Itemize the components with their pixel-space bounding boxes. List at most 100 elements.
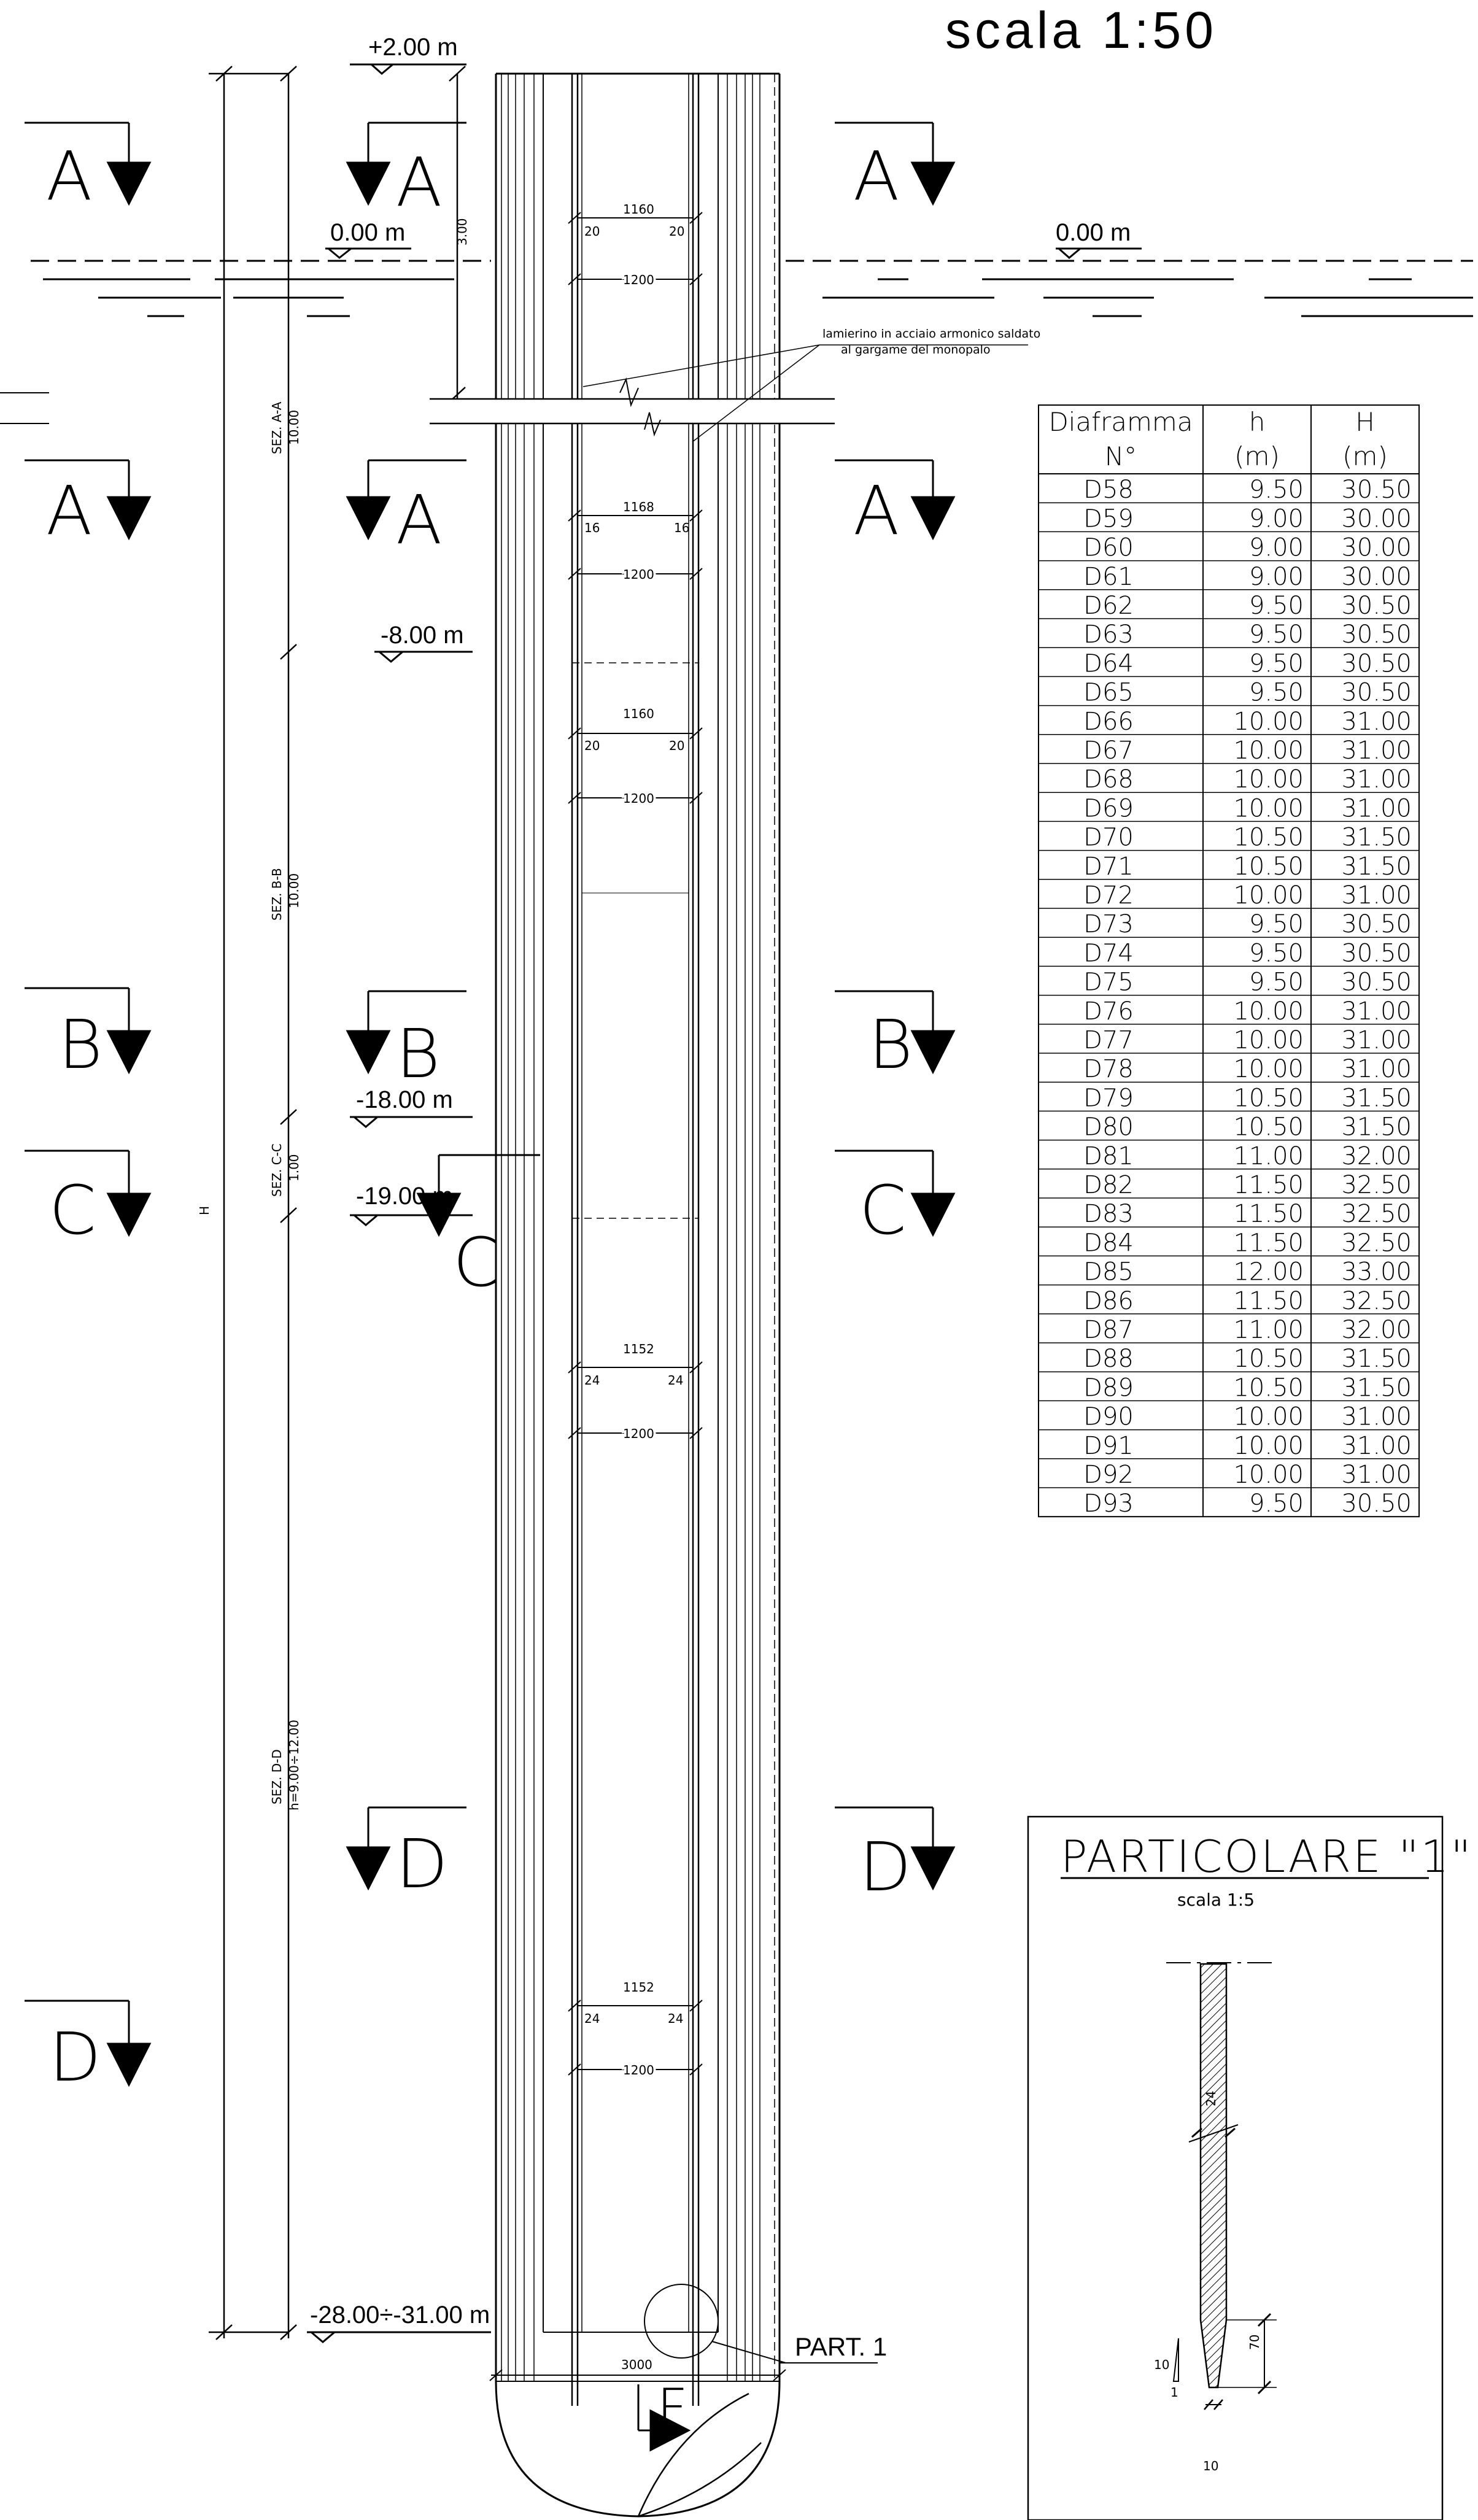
- detail-title: PARTICOLARE "1": [1061, 1831, 1472, 1882]
- table-cell: D84: [1083, 1229, 1134, 1257]
- dim-1200-e: 1200: [623, 2063, 654, 2077]
- table-cell: 31.00: [1341, 1026, 1412, 1054]
- letter-b-mid: B: [396, 1015, 440, 1093]
- table-cell: D66: [1083, 708, 1134, 736]
- section-markers: [25, 122, 956, 2452]
- steel-sheet-note: lamierino in acciaio armonico saldato al…: [582, 327, 1040, 443]
- table-cell: 31.00: [1341, 1432, 1412, 1460]
- sez-bb-label: SEZ. B-B: [269, 868, 284, 921]
- table-cell: D81: [1083, 1142, 1134, 1170]
- table-cell: 11.50: [1233, 1229, 1304, 1257]
- table-cell: D87: [1083, 1316, 1134, 1344]
- table-cell: 32.50: [1341, 1287, 1412, 1315]
- table-row: D60 9.00 30.00: [1083, 534, 1412, 562]
- table-row: D88 10.50 31.50: [1083, 1345, 1412, 1373]
- letter-a-mid-bot: A: [396, 481, 442, 559]
- table-header-cell: Diaframma: [1048, 407, 1193, 437]
- table-cell: 30.50: [1341, 679, 1412, 707]
- note-line-1: lamierino in acciaio armonico saldato: [822, 327, 1040, 341]
- dimension-chains: [209, 66, 466, 2340]
- table-cell: 30.50: [1341, 620, 1412, 649]
- table-cell: D67: [1083, 736, 1134, 765]
- table-cell: 31.00: [1341, 765, 1412, 794]
- table-cell: 10.00: [1233, 1432, 1304, 1460]
- table-cell: 10.50: [1233, 1345, 1304, 1373]
- letter-a-right-bot: A: [853, 471, 899, 550]
- table-cell: 10.00: [1233, 1461, 1304, 1489]
- table-cell: 31.00: [1341, 881, 1412, 910]
- table-cell: 32.50: [1341, 1171, 1412, 1199]
- table-cell: D76: [1083, 997, 1134, 1026]
- monopile: [430, 72, 878, 2518]
- dim-3000: 3000: [621, 2357, 652, 2372]
- letter-f: F: [657, 2377, 688, 2440]
- detail-1-panel: PARTICOLARE "1" scala 1:5 24 70 10 1 10: [1027, 1815, 1472, 2520]
- table-cell: D60: [1083, 534, 1134, 562]
- table-cell: 9.50: [1249, 968, 1304, 997]
- scale-title: scala 1:50: [945, 1, 1217, 59]
- section-b-marker-left: [25, 987, 152, 1075]
- table-cell: D89: [1083, 1374, 1134, 1402]
- table-cell: D71: [1083, 852, 1134, 881]
- letter-c-left: C: [49, 1171, 96, 1250]
- table-cell: 11.50: [1233, 1200, 1304, 1228]
- table-cell: 9.50: [1249, 592, 1304, 620]
- table-cell: 31.50: [1341, 1345, 1412, 1373]
- table-cell: 10.00: [1233, 1403, 1304, 1431]
- table-cell: D72: [1083, 881, 1134, 910]
- vertical-labels: SEZ. A-A 10.00 SEZ. B-B 10.00 SEZ. C-C 1…: [197, 218, 470, 1811]
- sez-bb-length: 10.00: [287, 873, 301, 908]
- table-cell: 9.00: [1249, 534, 1304, 562]
- water-surface: [0, 260, 1473, 424]
- section-letters: A A A A A A B B B C C C D D D F: [46, 137, 913, 2440]
- table-cell: 30.00: [1341, 534, 1412, 562]
- dim-1152-b: 1152: [623, 1980, 654, 1995]
- table-cell: 32.00: [1341, 1142, 1412, 1170]
- table-cell: 31.50: [1341, 852, 1412, 881]
- table-cell: 31.50: [1341, 1113, 1412, 1142]
- table-cell: D69: [1083, 794, 1134, 822]
- table-cell: D58: [1083, 476, 1134, 504]
- table-cell: 31.50: [1341, 1084, 1412, 1112]
- table-cell: D75: [1083, 968, 1134, 997]
- table-cell: 31.00: [1341, 1055, 1412, 1083]
- table-cell: D88: [1083, 1345, 1134, 1373]
- level-water-right: 0.00 m: [1056, 219, 1131, 246]
- table-cell: 9.00: [1249, 504, 1304, 533]
- section-c-marker-mid: [416, 1154, 540, 1237]
- dim-24-right-b: 24: [668, 2011, 683, 2026]
- total-height-label: H: [197, 1206, 212, 1215]
- table-cell: 30.50: [1341, 476, 1412, 504]
- table-cell: D64: [1083, 649, 1134, 678]
- table-cell: 10.50: [1233, 1113, 1304, 1142]
- section-c-marker-right: [835, 1150, 956, 1237]
- part-1-label: PART. 1: [795, 2332, 887, 2361]
- sez-aa-length: 10.00: [287, 410, 301, 445]
- level-top: +2.00 m: [368, 34, 458, 61]
- table-cell: 11.50: [1233, 1287, 1304, 1315]
- table-cell: 10.50: [1233, 852, 1304, 881]
- table-cell: D77: [1083, 1026, 1134, 1054]
- dim-1200-b: 1200: [623, 567, 654, 582]
- table-cell: 30.50: [1341, 1490, 1412, 1518]
- dim-24-right-a: 24: [668, 1373, 683, 1388]
- table-cell: D93: [1083, 1490, 1134, 1518]
- table-cell: 30.50: [1341, 910, 1412, 938]
- table-cell: 30.50: [1341, 592, 1412, 620]
- dim-24-left-b: 24: [584, 2011, 600, 2026]
- dim-1160-a: 1160: [623, 202, 654, 217]
- table-cell: 11.00: [1233, 1316, 1304, 1344]
